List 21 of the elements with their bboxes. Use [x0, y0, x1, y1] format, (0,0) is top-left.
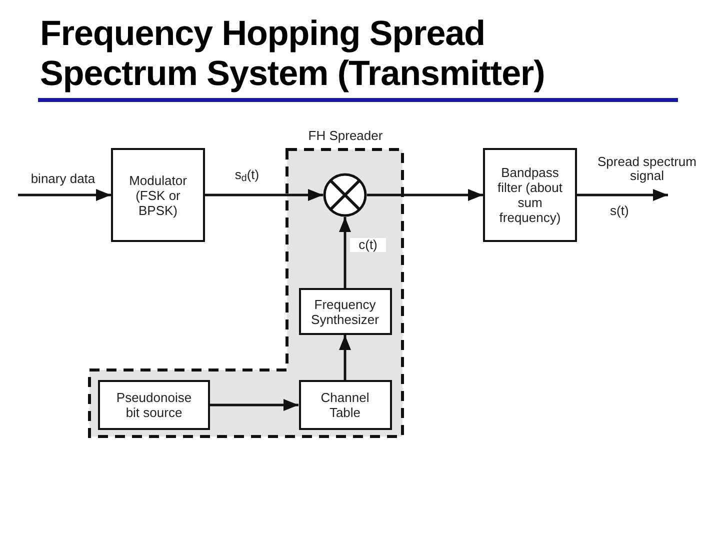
box-label: Channel Table [320, 390, 370, 420]
box-label: Frequency Synthesizer [310, 296, 380, 326]
arrow [367, 189, 483, 201]
region-heading: FH Spreader [307, 127, 384, 145]
process-box [298, 288, 392, 335]
process-box [98, 380, 210, 430]
box-label: Bandpass filter (about sum frequency) [496, 165, 564, 225]
box-label: Pseudonoise bit source [115, 390, 193, 420]
arrow [339, 217, 351, 288]
arrow [577, 189, 668, 201]
process-box [111, 148, 205, 242]
edge-label: c(t) [350, 238, 386, 252]
arrow [205, 189, 323, 201]
arrow [210, 399, 298, 411]
arrow [18, 189, 111, 201]
process-box [298, 380, 392, 430]
process-box [483, 148, 577, 242]
title: Frequency Hopping Spread Spectrum System (Transmitter) [40, 14, 546, 94]
arrow [339, 335, 351, 380]
signal-label: s(t) [610, 202, 629, 220]
box-label: Modulator (FSK or BPSK) [128, 172, 188, 218]
